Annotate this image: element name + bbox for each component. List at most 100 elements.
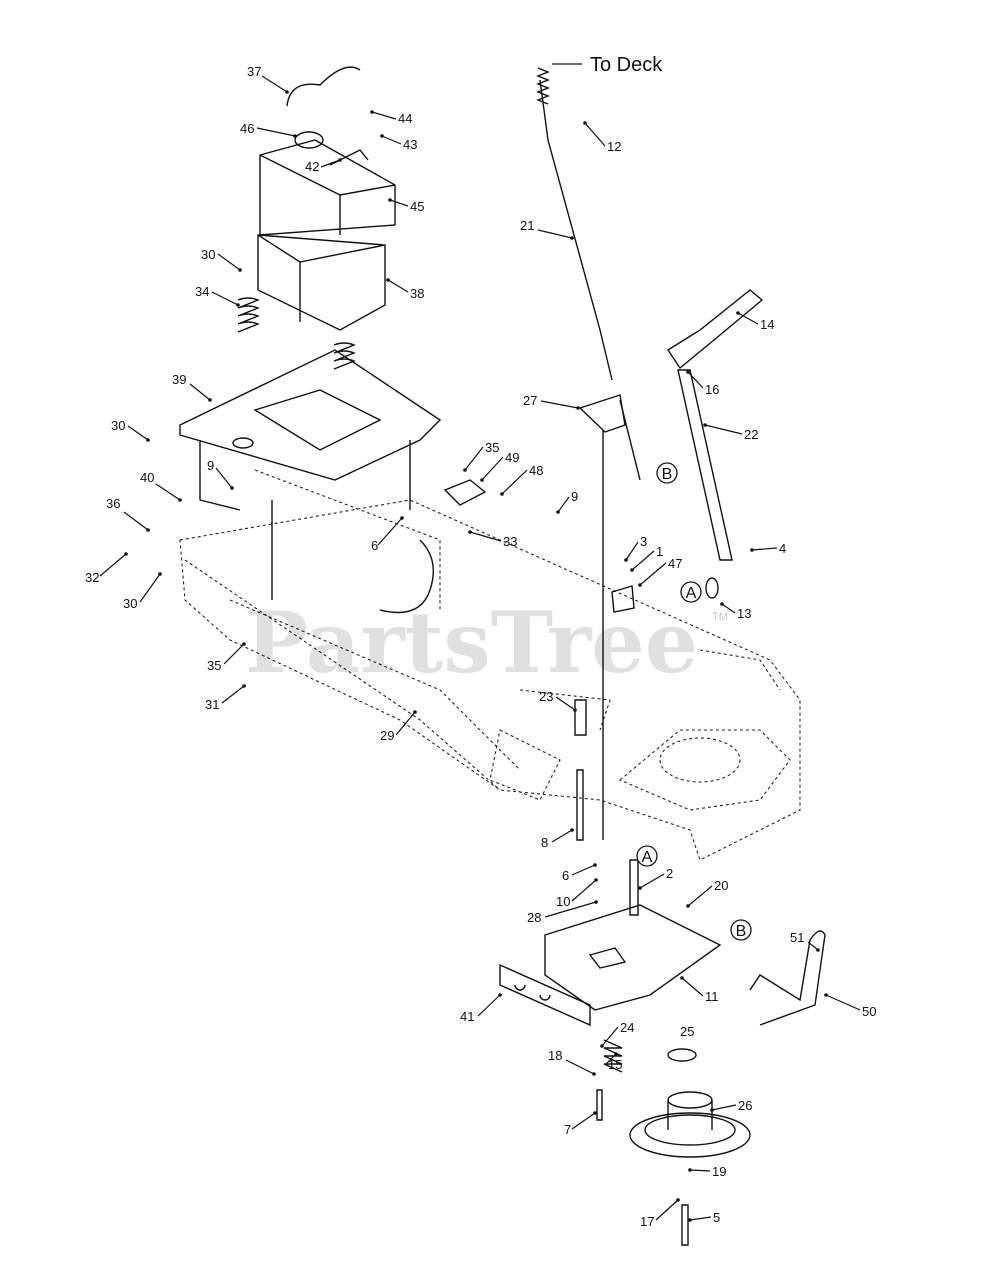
leader-line-39 [189,383,211,401]
leader-line-1 [631,550,655,571]
leader-line-47 [639,562,667,586]
leader-line-28 [544,901,597,918]
leader-arrow-32 [124,552,128,556]
watermark: PartsTree [245,593,698,692]
leader-line-8 [551,829,573,843]
bolt-part-7 [596,1089,603,1121]
part-label-17: 17 [640,1214,654,1229]
part-label-6: 6 [371,538,378,553]
main-frame-part-29 [179,469,801,861]
leader-line-49 [481,456,504,481]
part-label-27: 27 [523,393,537,408]
part-label-20: 20 [714,878,728,893]
spring-part-24 [603,1039,623,1073]
part-label-29: 29 [380,728,394,743]
leader-line-11 [681,977,704,997]
part-label-49: 49 [505,450,519,465]
part-label-12: 12 [607,139,621,154]
leader-arrow-51 [816,948,820,952]
leader-arrow-20 [686,904,690,908]
lift-handle-part-22 [677,369,733,561]
leader-line-36 [123,511,149,531]
leader-arrow-16 [686,370,690,374]
ref-letter-A: A [686,585,697,602]
leader-line-5 [689,1216,712,1221]
leader-arrow-9 [556,510,560,514]
pulley-part-26 [629,1091,751,1158]
leader-arrow-4 [750,548,754,552]
ref-circle-A [680,581,702,603]
leader-arrow-50 [824,993,828,997]
leader-line-19 [689,1169,711,1172]
leader-arrow-35 [463,468,467,472]
leader-arrow-43 [380,134,384,138]
part-label-3: 3 [640,534,647,549]
leader-arrow-10 [594,878,598,882]
ref-circle-B [730,919,752,941]
part-label-1: 1 [656,544,663,559]
part-label-42: 42 [305,159,319,174]
leader-arrow-49 [480,478,484,482]
part-label-35: 35 [485,440,499,455]
leader-arrow-30 [158,572,162,576]
leader-line-18 [565,1059,595,1075]
leader-arrow-1 [630,568,634,572]
part-label-11: 11 [705,989,719,1004]
bracket-part-27 [578,394,626,433]
leader-line-22 [704,424,743,435]
leader-arrow-19 [688,1168,692,1172]
leader-arrow-28 [594,900,598,904]
callout-to-deck: To Deck [552,54,663,76]
leader-arrow-8 [570,828,574,832]
part-label-23: 23 [539,689,553,704]
part-label-16: 16 [705,382,719,397]
leader-arrow-44 [370,110,374,114]
leader-arrow-11 [680,976,684,980]
leader-line-21 [537,229,573,239]
part-label-43: 43 [403,137,417,152]
part-label-32: 32 [85,570,99,585]
leader-line-2 [639,873,665,889]
part-label-30: 30 [111,418,125,433]
leader-arrow-7 [593,1111,597,1115]
leader-line-20 [687,885,713,907]
part-label-41: 41 [460,1009,474,1024]
deck-cable-part-21 [539,79,613,381]
leader-line-30 [139,573,161,603]
leader-line-9 [557,496,570,513]
leader-arrow-48 [500,492,504,496]
leader-arrow-23 [573,708,577,712]
part-label-13: 13 [737,606,751,621]
leader-line-35 [464,446,484,471]
part-label-39: 39 [172,372,186,387]
leader-line-30 [127,425,149,441]
part-label-9: 9 [571,489,578,504]
leader-arrow-30 [146,438,150,442]
part-label-21: 21 [520,218,534,233]
bolt-part-8 [576,769,584,841]
leader-line-42 [320,159,341,168]
part-label-25: 25 [680,1024,694,1039]
leader-arrow-42 [338,158,342,162]
pivot-bushing-A [705,577,719,599]
leader-line-13 [721,603,736,614]
leader-line-12 [584,122,606,147]
part-label-24: 24 [620,1020,634,1035]
leader-arrow-29 [413,710,417,714]
rod-part-50 [749,930,826,1026]
part-label-28: 28 [527,910,541,925]
leader-line-30 [217,253,241,271]
leader-line-46 [256,127,296,137]
part-label-36: 36 [106,496,120,511]
leader-line-9 [215,467,233,489]
leader-arrow-26 [710,1108,714,1112]
leader-line-10 [571,879,597,902]
leader-arrow-18 [592,1072,596,1076]
part-label-15: 15 [608,1057,622,1072]
bushing-part-25 [667,1048,697,1062]
leader-arrow-37 [285,90,289,94]
part-label-7: 7 [564,1122,571,1137]
leader-arrow-35 [242,642,246,646]
